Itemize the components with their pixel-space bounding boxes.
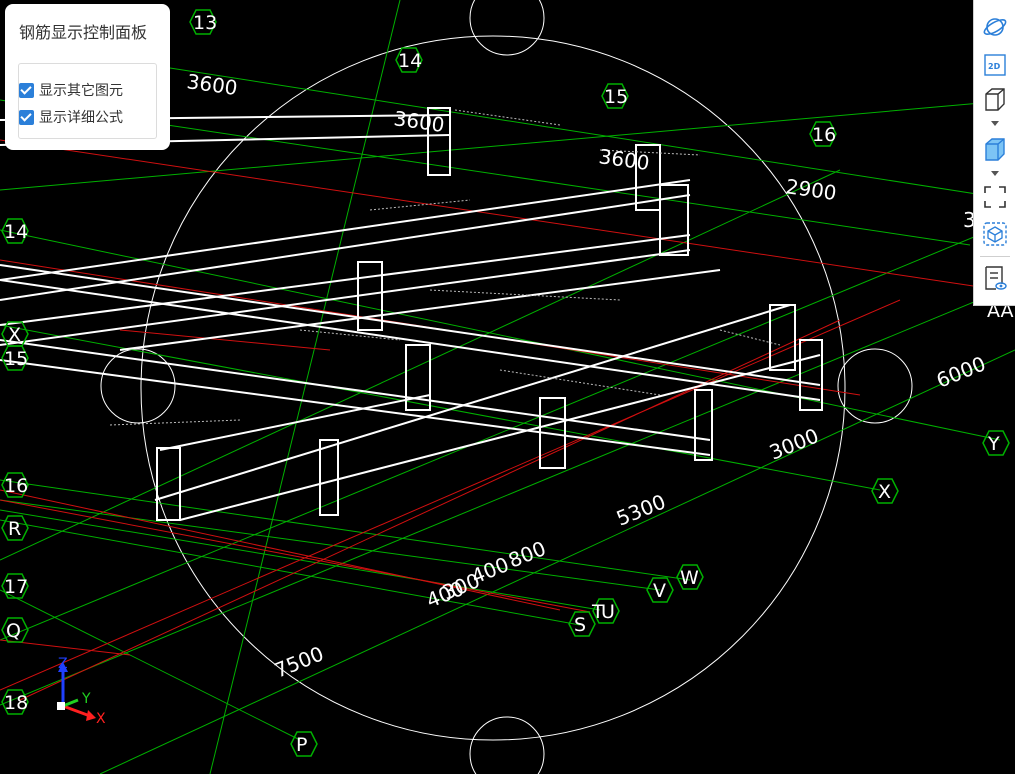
axis-label-top: 15: [604, 86, 628, 108]
solid-dropdown-caret[interactable]: [991, 171, 999, 176]
show-other-elements-checkbox[interactable]: [19, 82, 34, 98]
dimension-label: 7500: [271, 641, 327, 682]
solid-view-button[interactable]: [974, 136, 1015, 164]
toolbar-separator: [980, 256, 1010, 257]
section-box-icon: [983, 222, 1007, 246]
rebar-display-panel: 钢筋显示控制面板 显示其它图元 显示详细公式: [5, 4, 170, 150]
y-axis-label: Y: [81, 691, 91, 707]
panel-title: 钢筋显示控制面板: [19, 23, 148, 42]
dimension-label: 6000: [933, 351, 989, 392]
axis-label-left: 16: [4, 475, 28, 497]
wireframe-view-button[interactable]: [974, 86, 1015, 114]
dimension-label: 3600: [392, 106, 446, 137]
axis-labels: 13 14 15 16 14 15 16 17 18 Q R X Y X W V…: [4, 12, 1014, 756]
axis-label-left: Q: [6, 620, 21, 642]
dimension-label: 2900: [784, 174, 838, 205]
show-detailed-formula-checkbox[interactable]: [19, 109, 34, 125]
view-3d-wireframe-icon: [985, 88, 1005, 111]
axis-label-left: 18: [4, 692, 28, 714]
axis-label-left: X: [8, 324, 21, 346]
axis-label-right: S: [574, 614, 586, 636]
nav-handle-bottom[interactable]: [469, 716, 545, 774]
axis-label-top: 13: [193, 12, 217, 34]
dimension-label: 3: [963, 208, 976, 232]
axis-label-right: W: [680, 567, 699, 589]
display-settings-icon: [985, 266, 1007, 290]
fit-view-icon: [984, 186, 1006, 208]
dimension-label: 3000: [766, 423, 822, 464]
x-axis-label: X: [96, 711, 106, 727]
axis-label-left: 15: [4, 348, 28, 370]
dimension-label: 800: [505, 536, 549, 573]
axis-label-left: 17: [4, 576, 28, 598]
dimension-label: 3600: [597, 144, 651, 175]
rebar-detail-lines: [109, 109, 781, 426]
axis-marker-hexagons: [1, 9, 1010, 757]
show-other-elements-label: 显示其它图元: [39, 83, 123, 99]
view-toolbar: 2D: [973, 0, 1015, 306]
panel-options-box: [18, 63, 157, 139]
view-2d-icon: 2D: [984, 54, 1006, 76]
z-axis-label: Z: [58, 656, 68, 672]
view-2d-button[interactable]: 2D: [974, 53, 1015, 77]
show-other-elements-option[interactable]: 显示其它图元: [19, 80, 123, 100]
axis-label-right: P: [296, 734, 307, 756]
axis-label-right: U: [601, 601, 615, 623]
axis-label-top: 16: [812, 124, 836, 146]
display-settings-button[interactable]: [974, 264, 1015, 292]
beam-wireframe: [0, 107, 823, 521]
nav-handle-top[interactable]: [469, 0, 545, 56]
coordinate-triad: Z Y X: [57, 656, 106, 727]
navigation-circle[interactable]: [140, 35, 846, 741]
section-box-button[interactable]: [974, 221, 1015, 247]
reference-lines: [0, 139, 1001, 701]
orbit-icon: [983, 18, 1007, 36]
show-detailed-formula-option[interactable]: 显示详细公式: [19, 107, 123, 127]
wireframe-dropdown-caret[interactable]: [991, 121, 999, 126]
axis-label-right: Y: [987, 433, 1000, 455]
view-2d-text: 2D: [988, 62, 1001, 71]
dimension-label: 5300: [613, 489, 669, 530]
dimension-labels: 3600 3600 3600 2900 6000 3000 5300 400 8…: [185, 69, 989, 682]
nav-handle-right[interactable]: [837, 348, 913, 424]
axis-label-top: 14: [398, 50, 422, 72]
show-detailed-formula-label: 显示详细公式: [39, 110, 123, 126]
dimension-label: 3600: [185, 69, 239, 100]
nav-handle-left[interactable]: [100, 348, 176, 424]
orbit-button[interactable]: [974, 14, 1015, 40]
axis-label-left: R: [8, 518, 21, 540]
axis-label-left: 14: [4, 221, 28, 243]
fit-view-button[interactable]: [974, 184, 1015, 210]
axis-label-right: X: [878, 481, 891, 503]
axis-label-right: V: [653, 580, 666, 602]
view-3d-solid-icon: [985, 138, 1005, 161]
axis-label-right: T: [591, 601, 604, 623]
